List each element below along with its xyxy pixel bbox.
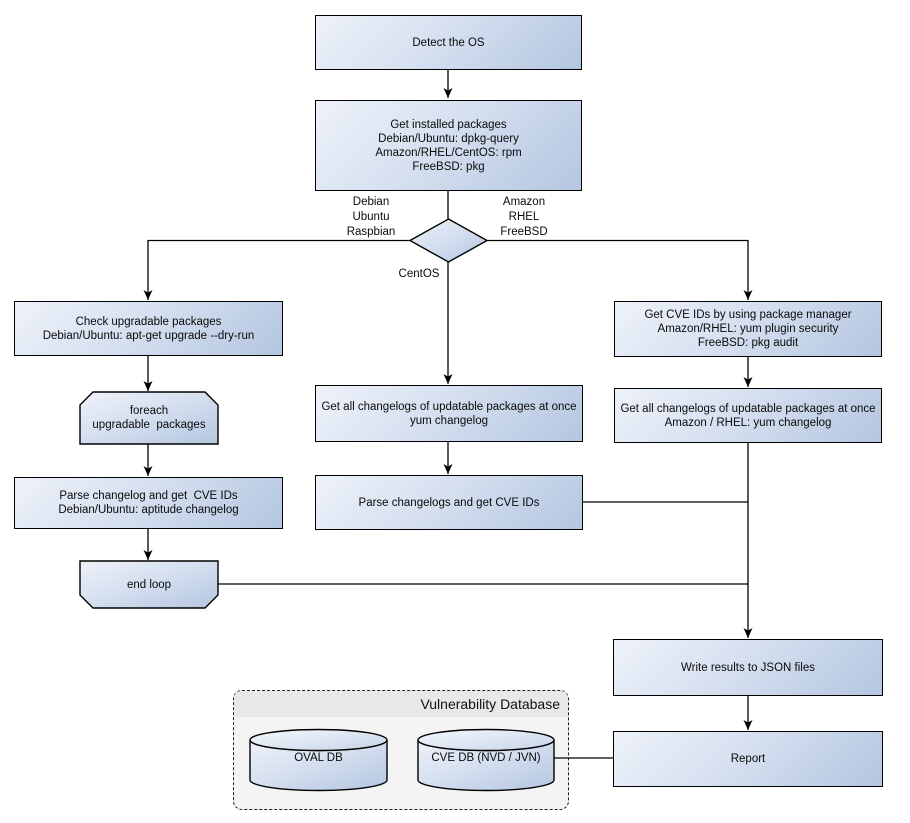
node-text-line: Get all changelogs of updatable packages…: [321, 400, 577, 413]
node-detect-os: Detect the OS: [315, 15, 582, 70]
end-loop-shape: [79, 560, 219, 609]
node-text-line: FreeBSD: pkg audit: [697, 337, 799, 349]
oval-db-cylinder: [249, 728, 388, 792]
edge-decision-to-get-cve: [487, 239, 753, 300]
node-get-changelogs-centos: Get all changelogs of updatable packages…: [315, 385, 583, 442]
node-text-line: FreeBSD: pkg: [412, 160, 485, 173]
os-decision-diamond: [408, 218, 489, 263]
node-text-line: Get all changelogs of updatable packages…: [620, 402, 876, 415]
node-text-line: Parse changelog and get CVE IDs: [59, 490, 238, 502]
node-text-line: Check upgradable packages: [75, 315, 222, 328]
node-text-line: Amazon/RHEL: yum plugin security: [657, 323, 839, 335]
foreach-loop-shape: [79, 391, 219, 445]
cve-db-cylinder: [417, 728, 555, 792]
edge-decision-to-check-upgradable: [143, 239, 410, 300]
node-parse-changelogs-centos: Parse changelogs and get CVE IDs: [315, 475, 583, 530]
node-parse-changelog-debian: Parse changelog and get CVE IDs Debian/U…: [14, 477, 283, 529]
branch-label-line: Raspbian: [346, 226, 396, 238]
node-text-line: Get installed packages: [390, 118, 507, 131]
node-report: Report: [613, 731, 883, 787]
branch-label-line: RHEL: [508, 211, 540, 223]
branch-label-centos: CentOS: [398, 268, 440, 280]
node-text-line: yum changelog: [410, 414, 488, 427]
branch-label-debian-group: Debian Ubuntu Raspbian: [321, 195, 421, 240]
node-text-line: Debian/Ubuntu: aptitude changelog: [58, 504, 239, 516]
branch-label-line: Amazon: [502, 196, 546, 208]
branch-label-amazon-group: Amazon RHEL FreeBSD: [474, 195, 574, 240]
node-text-line: Write results to JSON files: [681, 661, 815, 674]
node-text-line: Amazon/RHEL/CentOS: rpm: [375, 146, 522, 159]
node-text-line: Report: [730, 753, 766, 765]
node-text-line: Debian/Ubuntu: dpkg-query: [378, 132, 519, 145]
node-write-results-json: Write results to JSON files: [613, 639, 883, 696]
node-get-cve-ids-package-manager: Get CVE IDs by using package manager Ama…: [614, 301, 882, 357]
branch-label-line: Ubuntu: [352, 211, 390, 223]
node-get-changelogs-amazon-rhel: Get all changelogs of updatable packages…: [614, 388, 882, 443]
node-text-line: Amazon / RHEL: yum changelog: [664, 416, 832, 429]
node-text-line: Parse changelogs and get CVE IDs: [358, 496, 540, 509]
node-text-line: Debian/Ubuntu: apt-get upgrade --dry-run: [42, 329, 255, 342]
branch-label-line: Debian: [352, 196, 390, 208]
node-text-line: Detect the OS: [412, 36, 485, 49]
node-check-upgradable-packages: Check upgradable packages Debian/Ubuntu:…: [14, 301, 283, 356]
node-get-installed-packages: Get installed packages Debian/Ubuntu: dp…: [315, 100, 582, 191]
vulnerability-database-title: Vulnerability Database: [420, 696, 560, 712]
vulnerability-database-header: Vulnerability Database: [234, 691, 568, 717]
branch-label-line: FreeBSD: [500, 226, 548, 238]
node-text-line: Get CVE IDs by using package manager: [644, 309, 852, 321]
